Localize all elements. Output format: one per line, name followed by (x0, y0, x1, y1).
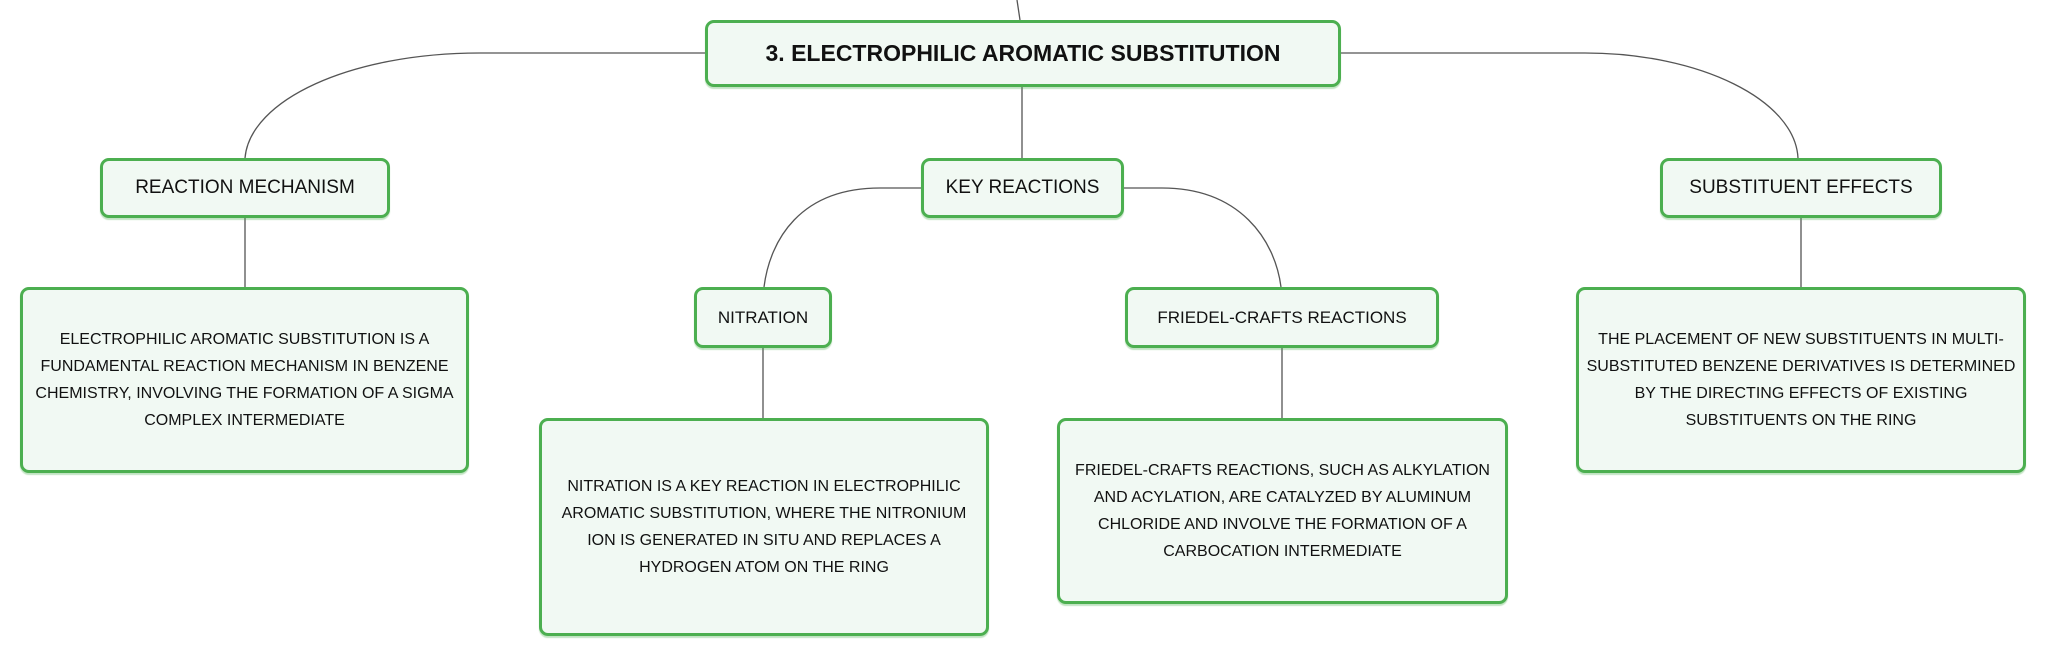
node-key-reactions[interactable]: KEY REACTIONS (921, 158, 1124, 218)
node-label: NITRATION (717, 307, 809, 327)
node-label: SUBSTITUENT EFFECTS (1689, 177, 1913, 198)
node-label: KEY REACTIONS (945, 177, 1100, 198)
node-substituent-effects[interactable]: SUBSTITUENT EFFECTS (1660, 158, 1942, 218)
root-node[interactable]: 3. ELECTROPHILIC AROMATIC SUBSTITUTION (705, 20, 1341, 87)
edge-root-to-substituent-effects (1340, 52, 1799, 159)
description-text: THE PLACEMENT OF NEW SUBSTITUENTS IN MUL… (1586, 331, 2016, 429)
node-nitration-description[interactable]: NITRATION IS A KEY REACTION IN ELECTROPH… (539, 418, 989, 636)
node-label: FRIEDEL-CRAFTS REACTIONS (1157, 307, 1407, 327)
description-text: FRIEDEL-CRAFTS REACTIONS, SUCH AS ALKYLA… (1075, 462, 1490, 560)
node-reaction-mechanism[interactable]: REACTION MECHANISM (100, 158, 390, 218)
edge-key-reactions-to-friedel-crafts (1124, 187, 1282, 288)
edge-root-to-reaction-mechanism (244, 52, 705, 159)
description-text: ELECTROPHILIC AROMATIC SUBSTITUTION IS A… (35, 331, 454, 429)
edge-parent-to-root (1016, 0, 1021, 21)
node-reaction-mechanism-description[interactable]: ELECTROPHILIC AROMATIC SUBSTITUTION IS A… (20, 287, 469, 473)
description-text: NITRATION IS A KEY REACTION IN ELECTROPH… (561, 478, 967, 576)
edge-key-reactions-to-nitration (763, 187, 921, 288)
node-label: REACTION MECHANISM (135, 177, 355, 198)
root-label: 3. ELECTROPHILIC AROMATIC SUBSTITUTION (765, 40, 1281, 66)
node-friedel-crafts[interactable]: FRIEDEL-CRAFTS REACTIONS (1125, 287, 1439, 348)
node-substituent-effects-description[interactable]: THE PLACEMENT OF NEW SUBSTITUENTS IN MUL… (1576, 287, 2026, 473)
node-friedel-crafts-description[interactable]: FRIEDEL-CRAFTS REACTIONS, SUCH AS ALKYLA… (1057, 418, 1508, 604)
node-nitration[interactable]: NITRATION (694, 287, 832, 348)
